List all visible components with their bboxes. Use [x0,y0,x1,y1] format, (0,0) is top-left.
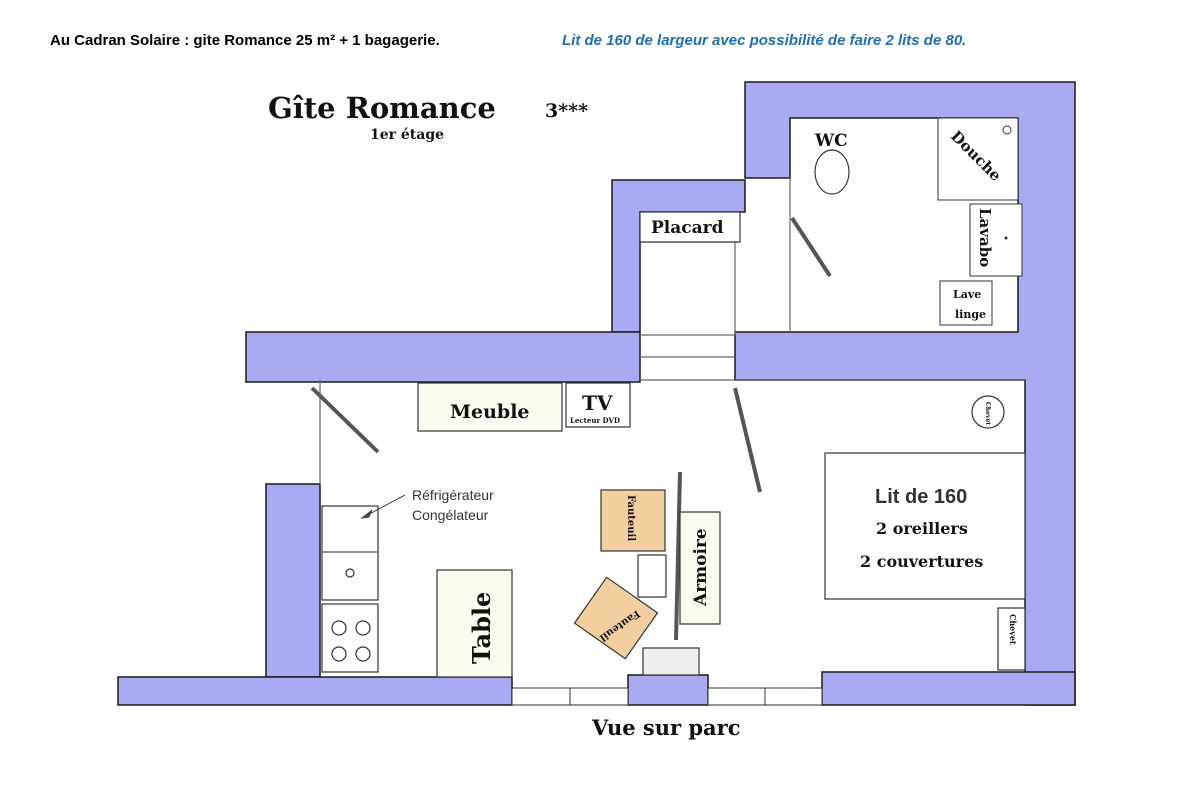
burner-icon [355,620,371,636]
wall-bottom-mid [627,674,709,706]
table-label: Table [467,592,496,664]
fauteuil-2-box [573,576,659,660]
plan-floor: 1er étage [370,127,444,143]
burner-icon [355,646,371,662]
bottom-unit [642,647,700,676]
bed-title: Lit de 160 [875,486,967,508]
meuble-box [417,382,563,432]
side-unit [637,554,667,598]
armoire-box [679,511,721,625]
living-furniture [321,382,721,678]
dvd-label: Lecteur DVD [570,416,620,425]
fauteuil-1-box [600,489,666,552]
fridge-label: Réfrigérateur [412,487,494,503]
wall-left [265,483,321,678]
door-bathroom [790,216,832,278]
plan-title: Gîte Romance [268,91,496,125]
plan-stars: 3*** [545,100,588,122]
chevet-1-label: Chevet [984,402,991,425]
fridge [321,505,379,601]
table-box [436,569,513,678]
bedroom-furniture [824,395,1026,671]
lavabo-label: Lavabo [976,208,994,267]
chevet-2-label: Chevet [1008,614,1018,645]
fauteuil-1-label: Fauteuil [625,495,636,541]
doors [310,216,832,641]
bed [824,452,1026,600]
header-bed-note: Lit de 160 de largeur avec possibilité d… [562,32,967,49]
bed-line-2: 2 couvertures [860,552,983,571]
wall-entry-left [611,179,746,333]
tv-box [565,382,631,428]
bathroom-fixtures [814,117,1023,326]
meuble-label: Meuble [450,401,530,423]
windows [511,687,823,706]
burner-icon [331,620,347,636]
chevet-2-box [997,607,1026,671]
burner-icon [331,646,347,662]
bed-line-1: 2 oreillers [876,519,968,538]
placard-label: Placard [651,218,724,238]
wall-bottom-right [821,671,1076,706]
freezer-label: Congélateur [412,507,489,523]
placard-box [639,211,741,243]
plan-footer: Vue sur parc [591,715,741,740]
washbasin [969,203,1023,277]
door-entry [310,386,380,454]
door-armoire [674,471,682,641]
door-bedroom [733,387,762,493]
cooktop [321,603,379,673]
wall-bottom-left [117,676,513,706]
header-title: Au Cadran Solaire : gite Romance 25 m² +… [50,32,440,49]
fridge-pointer [360,494,406,519]
lave-linge-label-2: linge [955,308,986,321]
chevet-1-circle [971,395,1005,429]
toilet-icon [814,149,850,195]
tv-label: TV [582,391,613,415]
wc-label: WC [814,131,848,151]
armoire-label: Armoire [691,528,711,607]
wall-upper-left [245,331,641,383]
washing-machine [939,280,993,326]
lave-linge-label-1: Lave [953,288,981,301]
